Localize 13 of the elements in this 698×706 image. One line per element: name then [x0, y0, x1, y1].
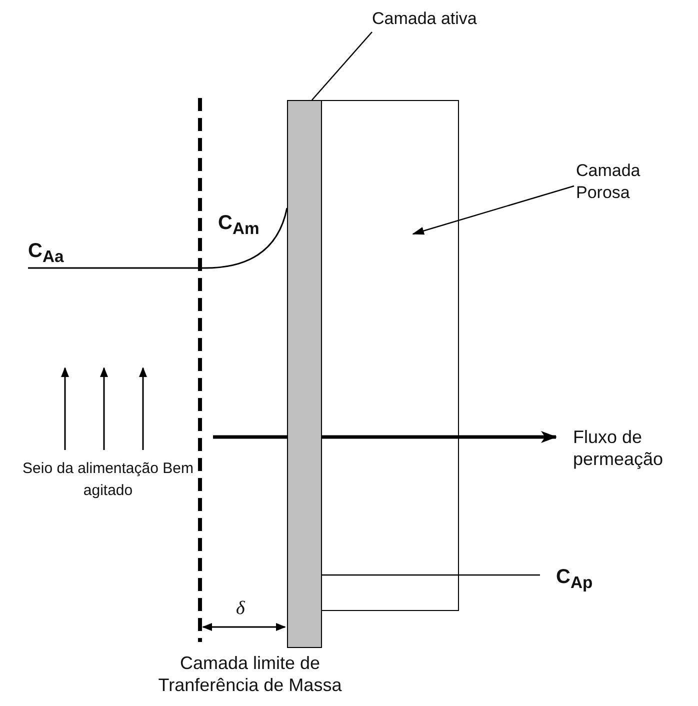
active-layer-bar	[287, 100, 322, 648]
leader-line	[312, 32, 372, 100]
concentration-symbol: C$_{Aa}$	[28, 240, 64, 268]
part-label: Camada ativa	[372, 8, 512, 30]
boundary-layer-label: Camada limite de Tranferência de Massa	[157, 652, 343, 696]
boundary-thickness-symbol: δ	[236, 598, 245, 620]
concentration-symbol: C$_{Am}$	[218, 212, 260, 240]
porous-layer-box	[321, 100, 459, 611]
part-label: Camada Porosa	[576, 160, 666, 204]
leader-arrow	[412, 185, 574, 235]
flux-label: Fluxo de permeação	[573, 426, 664, 470]
concentration-symbol: C$_{Ap}$	[556, 566, 593, 594]
feed-bulk-label: Seio da alimentação Bem agitado	[22, 459, 194, 501]
